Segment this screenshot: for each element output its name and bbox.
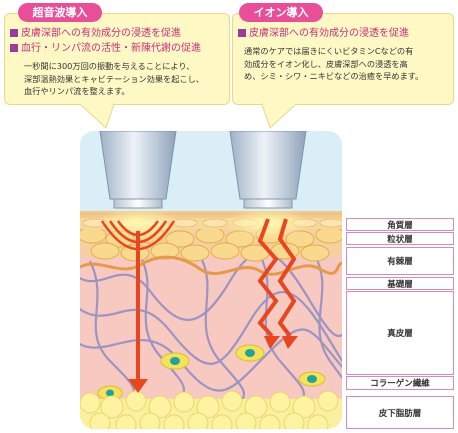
ion-title: イオン導入	[239, 3, 323, 22]
ultrasound-title: 超音波導入	[18, 3, 102, 22]
ion-arrow-left	[257, 218, 279, 338]
ion-probe-icon	[229, 131, 307, 209]
legend-stratum-corneum: 角質層	[346, 218, 454, 231]
ultrasound-point-1-text: 皮膚深部への有効成分の浸透を促進	[21, 28, 181, 39]
ultrasound-probe-icon	[99, 131, 177, 209]
ion-desc-line: 通常のケアでは届きにくいビタミンCなどの有	[244, 46, 414, 56]
stratum-corneum	[80, 211, 342, 218]
legend-granular: 粒状層	[346, 232, 454, 245]
ultrasound-desc-line: 深部温熱効果とキャビテーション効果を起こし、	[24, 73, 204, 84]
ion-callout-tail	[261, 103, 298, 129]
ion-point-1-text: 皮膚深部への有効成分の浸透を促進	[249, 28, 409, 39]
ultrasound-desc-line: 血行やリンパ流を整えます。	[24, 86, 130, 96]
ultrasound-point-1: 皮膚深部への有効成分の浸透を促進	[10, 27, 181, 41]
ion-description: 通常のケアでは届きにくいビタミンCなどの有 効成分をイオン化し、皮膚深部への浸透…	[244, 45, 423, 83]
bullet-square-icon	[238, 29, 246, 37]
legend-subcutaneous: 皮下脂肪層	[346, 396, 454, 429]
spinous-layer	[80, 226, 342, 262]
ion-desc-line: め、シミ・シワ・ニキビなどの治癒を早めます。	[244, 71, 424, 81]
ultrasound-desc-line: 一秒間に300万回の振動を与えることにより、	[24, 61, 195, 71]
subcutaneous-fat	[80, 390, 342, 429]
legend-spinous: 有棘層	[346, 247, 454, 275]
legend-dermis: 真皮層	[346, 291, 454, 375]
ultrasound-point-2-text: 血行・リンパ流の活性・新陳代謝の促進	[21, 43, 201, 54]
ultrasound-callout-tail	[78, 103, 115, 129]
legend-collagen: コラーゲン繊維	[346, 376, 454, 390]
basal-layer	[80, 255, 342, 276]
ion-arrowhead-right	[282, 336, 298, 349]
ultrasound-point-2: 血行・リンパ流の活性・新陳代謝の促進	[10, 42, 201, 56]
ion-callout	[232, 13, 454, 105]
ultrasound-arrow	[128, 231, 148, 393]
skin-cross-section	[80, 131, 342, 429]
ion-arrow-right	[277, 218, 297, 338]
ultrasound-description: 一秒間に300万回の振動を与えることにより、 深部温熱効果とキャビテーション効果…	[24, 60, 204, 98]
bullet-square-icon	[10, 29, 18, 37]
ultrasound-callout	[4, 13, 230, 105]
ion-desc-line: 効成分をイオン化し、皮膚深部への浸透を高	[244, 58, 408, 69]
ion-point-1: 皮膚深部への有効成分の浸透を促進	[238, 27, 409, 41]
ion-arrowhead-left	[264, 336, 280, 349]
bullet-square-icon	[10, 44, 18, 52]
legend-basal: 基礎層	[346, 277, 454, 290]
